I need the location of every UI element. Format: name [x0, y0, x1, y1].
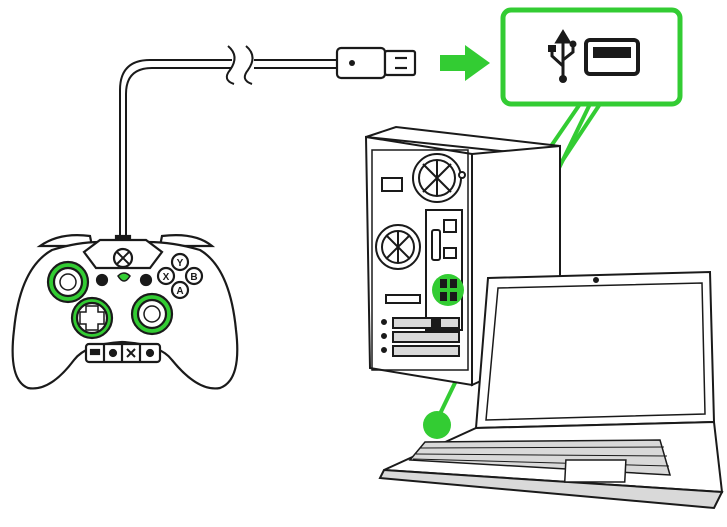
dpad [70, 296, 114, 340]
laptop-usb-port [423, 411, 451, 439]
razer-logo-icon [117, 272, 131, 282]
fan-icon [375, 224, 421, 270]
laptop [378, 270, 724, 510]
usb-port-callout [500, 7, 683, 107]
button-x-label: X [163, 272, 170, 283]
fan-icon [412, 153, 462, 203]
usb-port-icon [584, 38, 640, 76]
button-a-label: A [176, 286, 183, 297]
button-y-label: Y [177, 258, 184, 269]
arrow-right-icon [440, 45, 490, 81]
game-controller [11, 234, 239, 390]
left-thumbstick [46, 260, 90, 304]
tower-usb-ports [432, 274, 464, 306]
usb-icon [548, 29, 577, 83]
usb-cable [119, 45, 340, 238]
face-buttons [156, 252, 204, 300]
usb-plug [335, 46, 417, 80]
xbox-logo-icon [112, 247, 134, 269]
button-b-label: B [190, 272, 197, 283]
desktop-tower [364, 125, 561, 387]
right-thumbstick [130, 292, 174, 336]
